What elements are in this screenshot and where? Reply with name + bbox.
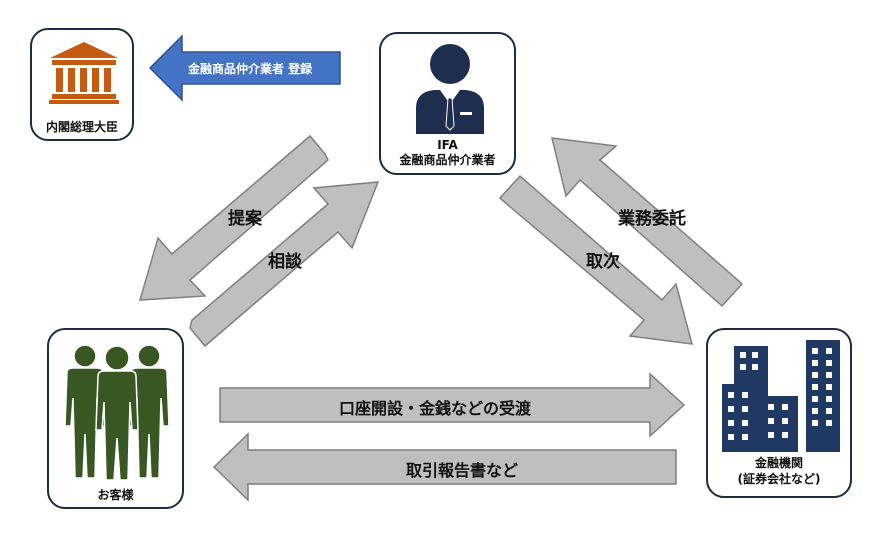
prime-minister-node: 内閣総理大臣: [30, 28, 134, 141]
institution-label-line1: 金融機関: [754, 456, 803, 470]
people-group-icon: [64, 344, 170, 481]
prime-minister-label: 内閣総理大臣: [45, 120, 118, 134]
brokerage-arrow: [498, 174, 694, 345]
reports-arrow: [212, 432, 677, 502]
registration-label: 金融商品仲介業者 登録: [188, 62, 313, 76]
government-building-icon: [49, 42, 119, 104]
ifa-label-line2: 金融商品仲介業者: [399, 153, 496, 167]
outsourcing-arrow: [551, 137, 744, 308]
proposal-label: 提案: [228, 209, 262, 229]
account-opening-label: 口座開設・金銭などの受渡: [338, 399, 531, 418]
account-opening-arrow: [219, 372, 686, 438]
brokerage-label: 取次: [586, 252, 620, 272]
institution-label-line2: (証券会社など): [737, 472, 821, 486]
proposal-arrow: [138, 134, 329, 301]
customer-node: お客様: [47, 328, 184, 509]
institution-node: 金融機関 (証券会社など): [706, 328, 852, 498]
registration-arrow: [148, 34, 341, 102]
businessperson-icon: [416, 44, 484, 134]
consultation-label: 相談: [268, 252, 302, 272]
consultation-arrow: [189, 181, 380, 348]
buildings-icon: [722, 340, 840, 452]
ifa-node: IFA 金融商品仲介業者: [379, 32, 516, 175]
customer-label: お客様: [97, 488, 134, 502]
ifa-label-line1: IFA: [437, 138, 458, 152]
outsourcing-label: 業務委託: [618, 209, 686, 229]
reports-label: 取引報告書など: [405, 461, 518, 480]
